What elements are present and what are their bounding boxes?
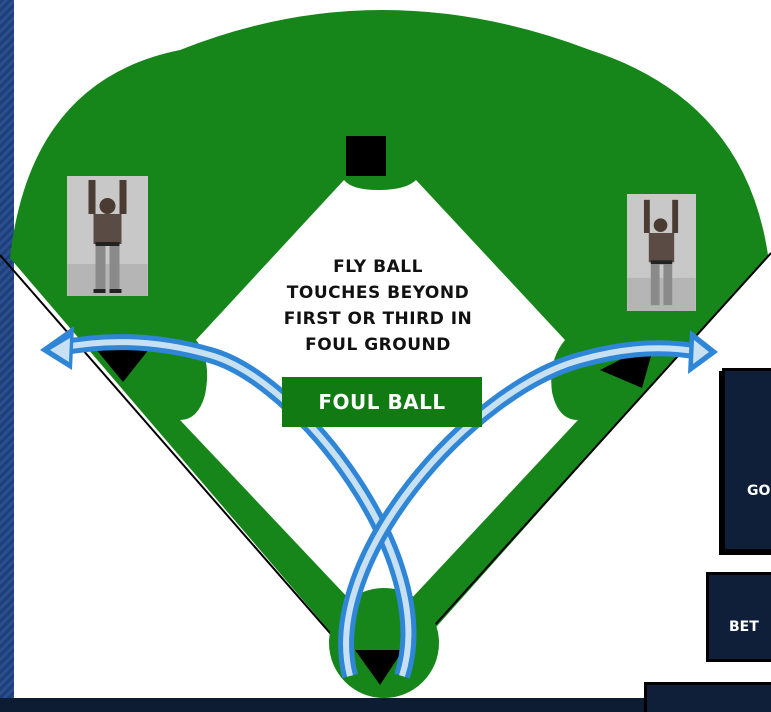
side-box-go-text: GO [747, 483, 770, 499]
side-box-go[interactable]: GO [722, 368, 771, 552]
side-box-bet-text: BET [729, 619, 759, 635]
foul-ball-label: FOUL BALL [282, 377, 482, 427]
caption-line-2: TOUCHES BEYOND [238, 280, 518, 306]
umpire-foul-signal-left [67, 176, 148, 296]
side-box-bet[interactable]: BET [706, 572, 771, 662]
caption-line-1: FLY BALL [238, 254, 518, 280]
diagram-caption: FLY BALL TOUCHES BEYOND FIRST OR THIRD I… [238, 254, 518, 358]
umpire-foul-signal-right [627, 194, 696, 311]
caption-line-3: FIRST OR THIRD IN [238, 306, 518, 332]
second-base [346, 136, 386, 176]
caption-line-4: FOUL GROUND [238, 332, 518, 358]
side-box-partial[interactable] [644, 682, 771, 712]
umpire-figure-icon [627, 194, 696, 311]
umpire-figure-icon [67, 176, 148, 296]
